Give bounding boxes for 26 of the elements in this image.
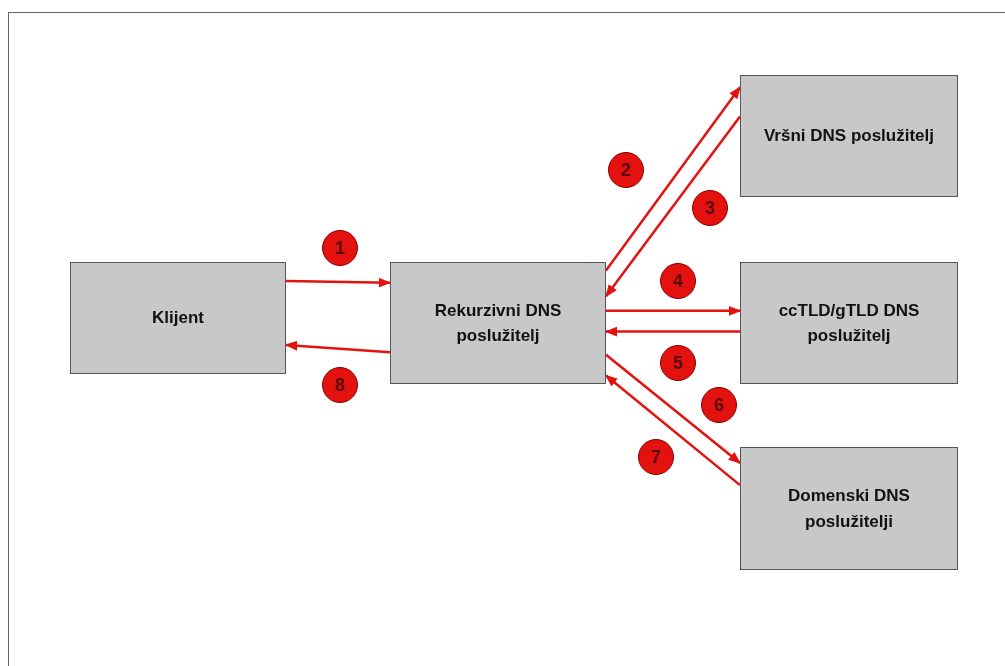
arrow (284, 340, 391, 354)
server-box (390, 262, 606, 384)
arrow (285, 277, 392, 288)
arrow (604, 326, 740, 337)
step-number: 2 (608, 152, 644, 188)
step-number: 8 (322, 367, 358, 403)
box-label: Klijent (151, 307, 205, 330)
server-box (740, 75, 958, 197)
step-number: 5 (660, 345, 696, 381)
box-label: ccTLD/gTLD DNS poslužitelj (777, 299, 921, 347)
server-box (70, 262, 286, 374)
arrow (605, 86, 741, 272)
arrow (605, 353, 741, 464)
step-number: 4 (660, 263, 696, 299)
step-number: 1 (322, 230, 358, 266)
server-box (740, 447, 958, 570)
step-number: 3 (692, 190, 728, 226)
arrow (605, 115, 741, 298)
box-label: Rekurzivni DNS poslužitelj (433, 299, 563, 347)
box-label: Vršni DNS poslužitelj (762, 125, 935, 148)
arrow (606, 305, 742, 316)
step-number: 7 (638, 439, 674, 475)
step-number: 6 (701, 387, 737, 423)
arrow (605, 374, 741, 487)
box-label: Domenski DNS poslužitelji (787, 485, 911, 533)
server-box (740, 262, 958, 384)
